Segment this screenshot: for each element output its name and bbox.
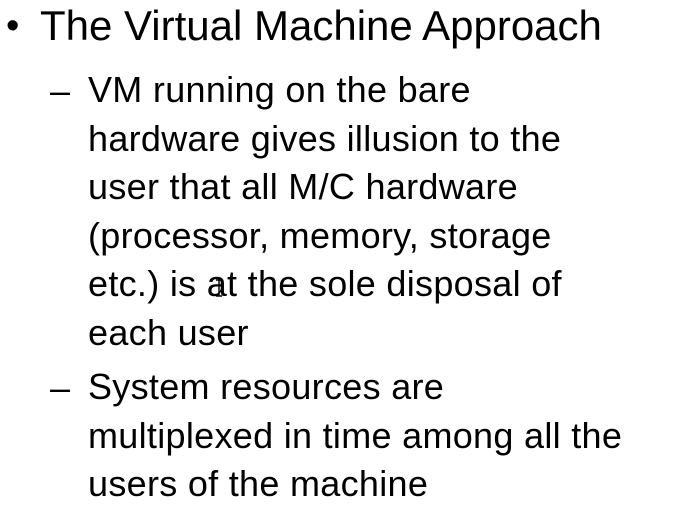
bullet-marker: • xyxy=(6,5,20,47)
slide-heading: The Virtual Machine Approach xyxy=(40,2,602,49)
sub-bullet-list: – VM running on the bare hardware gives … xyxy=(50,66,670,515)
text-line: etc.) is at the sole disposal of xyxy=(88,263,562,304)
text-line: each user xyxy=(88,311,249,353)
sub-bullet-text: VM running on the bare hardware gives il… xyxy=(88,66,562,357)
text-line: hardware gives illusion to the xyxy=(88,117,562,159)
sub-bullet-vm-illusion: – VM running on the bare hardware gives … xyxy=(50,66,670,357)
sub-bullet-multiplexing: – System resources are multiplexed in ti… xyxy=(50,363,670,509)
text-line: VM running on the bare xyxy=(88,69,471,110)
main-bullet: • The Virtual Machine Approach xyxy=(6,2,671,50)
text-line: (processor, memory, storage xyxy=(88,214,552,256)
text-cursor-icon xyxy=(216,279,222,297)
text-line: user that all M/C hardware xyxy=(88,166,518,207)
text-line: users of the machine xyxy=(88,463,429,504)
dash-marker: – xyxy=(50,70,71,111)
text-line: multiplexed in time among all the xyxy=(88,414,623,456)
dash-marker: – xyxy=(50,367,71,408)
text-line: System resources are xyxy=(88,366,445,407)
sub-bullet-text: System resources are multiplexed in time… xyxy=(88,363,622,509)
